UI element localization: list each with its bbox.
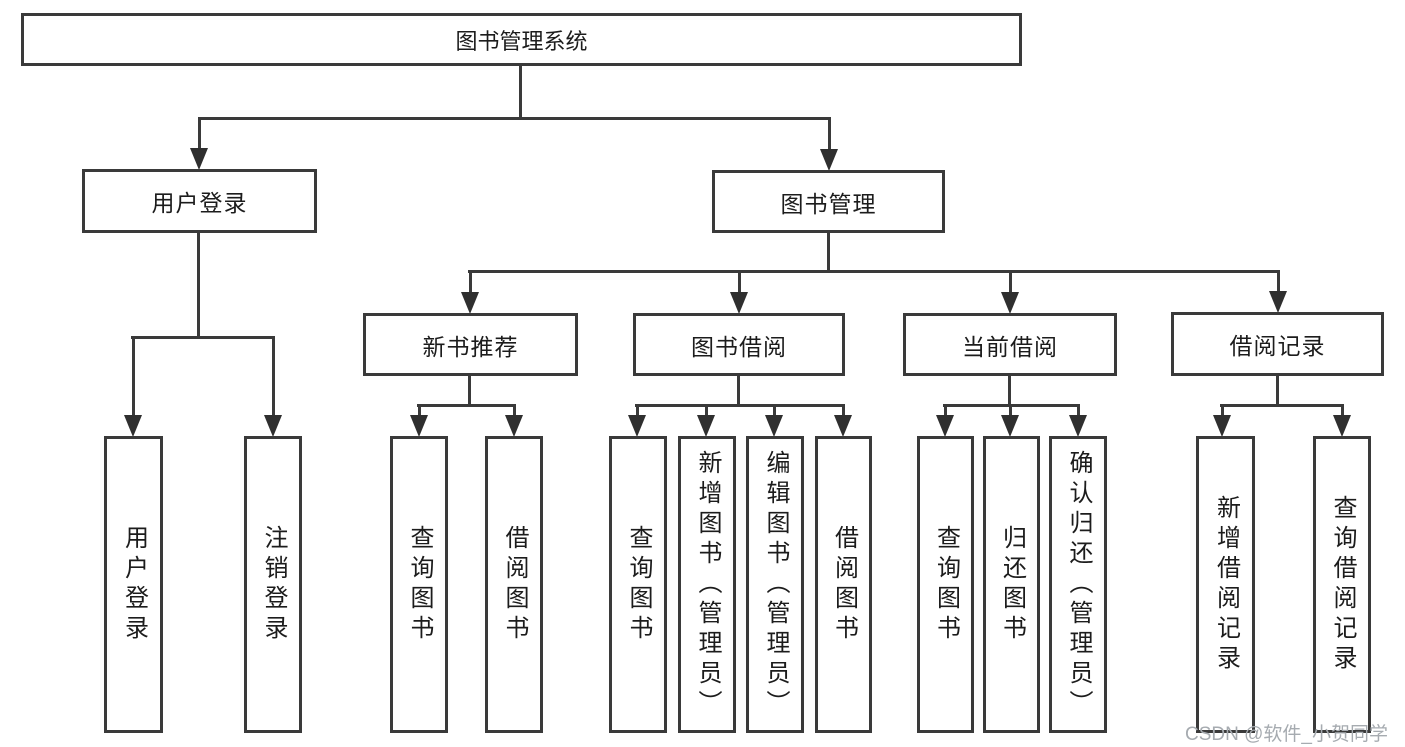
connector-line — [1220, 404, 1344, 407]
arrowhead-down-icon — [730, 292, 748, 314]
leaf-add-books-admin: 新增图书（管理员） — [678, 436, 736, 733]
connector-line — [417, 404, 516, 407]
leaf-borrow-books-newbooks: 借阅图书 — [485, 436, 543, 733]
connector-line — [1340, 404, 1344, 417]
connector-line — [635, 404, 845, 407]
arrowhead-down-icon — [124, 415, 142, 437]
arrowhead-down-icon — [1269, 291, 1287, 313]
connector-line — [417, 404, 421, 417]
arrowhead-down-icon — [1069, 415, 1087, 437]
connector-line — [198, 117, 831, 120]
node-library-management-system: 图书管理系统 — [21, 13, 1022, 66]
connector-line — [197, 117, 201, 150]
connector-line — [772, 404, 776, 417]
connector-line — [943, 404, 1080, 407]
node-label: 借阅记录 — [1229, 333, 1326, 359]
leaf-label: 新增图书（管理员） — [694, 449, 721, 720]
connector-line — [271, 336, 275, 417]
leaf-label: 注销登录 — [260, 524, 287, 645]
leaf-label: 借阅图书 — [830, 524, 858, 645]
arrowhead-down-icon — [697, 415, 715, 437]
node-borrowing-records: 借阅记录 — [1171, 312, 1384, 376]
connector-line — [827, 117, 831, 151]
arrowhead-down-icon — [820, 149, 838, 171]
leaf-query-books-newbooks: 查询图书 — [390, 436, 448, 733]
leaf-label: 查询借阅记录 — [1329, 494, 1356, 675]
node-label: 用户登录 — [151, 190, 248, 216]
arrowhead-down-icon — [264, 415, 282, 437]
leaf-add-borrow-record: 新增借阅记录 — [1196, 436, 1255, 733]
leaf-label: 归还图书 — [998, 524, 1026, 645]
node-label: 图书管理系统 — [455, 28, 588, 54]
connector-line — [737, 376, 740, 407]
arrowhead-down-icon — [410, 415, 428, 437]
leaf-label: 查询图书 — [932, 524, 960, 645]
leaf-label: 编辑图书（管理员） — [762, 449, 789, 720]
arrowhead-down-icon — [765, 415, 783, 437]
leaf-label: 借阅图书 — [501, 524, 528, 645]
connector-line — [1076, 404, 1080, 417]
leaf-return-books: 归还图书 — [983, 436, 1040, 733]
connector-line — [841, 404, 845, 417]
leaf-confirm-return-admin: 确认归还（管理员） — [1049, 436, 1107, 733]
leaf-borrow-books-borrowing: 借阅图书 — [815, 436, 872, 733]
node-label: 新书推荐 — [422, 333, 519, 360]
leaf-edit-books-admin: 编辑图书（管理员） — [746, 436, 804, 733]
node-book-borrowing: 图书借阅 — [633, 313, 845, 376]
connector-line — [512, 404, 516, 417]
leaf-label: 确认归还（管理员） — [1065, 449, 1092, 720]
arrowhead-down-icon — [505, 415, 523, 437]
arrowhead-down-icon — [834, 415, 852, 437]
connector-line — [737, 270, 741, 294]
connector-line — [197, 233, 200, 339]
leaf-user-login: 用户登录 — [104, 436, 163, 733]
arrowhead-down-icon — [461, 292, 479, 314]
arrowhead-down-icon — [628, 415, 646, 437]
connector-line — [1008, 404, 1012, 417]
leaf-label: 查询图书 — [406, 524, 433, 645]
leaf-label: 用户登录 — [120, 524, 148, 645]
connector-line — [943, 404, 947, 417]
connector-line — [1220, 404, 1224, 417]
leaf-query-books-current: 查询图书 — [917, 436, 974, 733]
connector-line — [1276, 376, 1279, 407]
node-new-book-recommendation: 新书推荐 — [363, 313, 578, 376]
connector-line — [468, 270, 1280, 273]
connector-line — [519, 65, 522, 119]
connector-line — [1008, 270, 1012, 294]
node-current-borrowing: 当前借阅 — [903, 313, 1117, 376]
leaf-label: 查询图书 — [625, 524, 652, 645]
arrowhead-down-icon — [1001, 415, 1019, 437]
arrowhead-down-icon — [1213, 415, 1231, 437]
node-book-management: 图书管理 — [712, 170, 945, 233]
connector-line — [704, 404, 708, 417]
leaf-query-books-borrowing: 查询图书 — [609, 436, 667, 733]
leaf-query-borrow-record: 查询借阅记录 — [1313, 436, 1371, 733]
arrowhead-down-icon — [1333, 415, 1351, 437]
connector-line — [1276, 270, 1280, 293]
node-user-login: 用户登录 — [82, 169, 317, 233]
leaf-label: 新增借阅记录 — [1212, 494, 1240, 675]
connector-line — [635, 404, 639, 417]
leaf-logout: 注销登录 — [244, 436, 302, 733]
node-label: 当前借阅 — [962, 333, 1058, 360]
node-label: 图书借阅 — [691, 333, 787, 360]
watermark: CSDN @软件_小贺同学 — [1185, 724, 1388, 745]
arrowhead-down-icon — [190, 148, 208, 170]
connector-line — [1008, 376, 1011, 407]
arrowhead-down-icon — [936, 415, 954, 437]
connector-line — [827, 233, 830, 273]
connector-line — [131, 336, 135, 417]
node-label: 图书管理 — [780, 190, 877, 217]
arrowhead-down-icon — [1001, 292, 1019, 314]
connector-line — [131, 336, 275, 339]
connector-line — [468, 376, 471, 407]
connector-line — [468, 270, 472, 294]
